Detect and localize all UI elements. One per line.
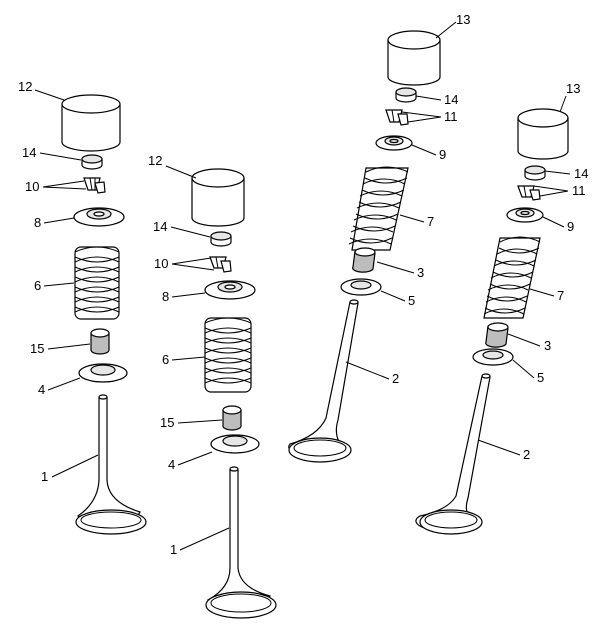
- callout-6: 6: [34, 278, 41, 293]
- callout-1: 1: [170, 542, 177, 557]
- callout-14: 14: [153, 219, 167, 234]
- valve-spring-seat: [472, 348, 514, 366]
- callout-6: 6: [162, 352, 169, 367]
- callout-5: 5: [537, 370, 544, 385]
- assembly-c: [288, 21, 457, 463]
- intake-valve: [205, 466, 277, 619]
- valve-stem-seal: [222, 405, 242, 431]
- callout-15: 15: [160, 415, 174, 430]
- callout-9: 9: [439, 147, 446, 162]
- intake-valve: [75, 394, 147, 535]
- valve-cotters: [209, 256, 232, 273]
- callout-4: 4: [38, 382, 45, 397]
- callout-5: 5: [408, 293, 415, 308]
- valve-spring-retainer: [506, 207, 544, 223]
- valve-shim: [81, 154, 103, 170]
- valve-lifter-bucket: [61, 94, 121, 152]
- valve-stem-seal: [90, 328, 110, 355]
- assembly-a: [34, 89, 147, 535]
- valve-spring-seat: [210, 434, 260, 454]
- valve-spring: [483, 236, 541, 319]
- valve-spring-seat: [340, 278, 382, 296]
- callout-14: 14: [22, 145, 36, 160]
- callout-13: 13: [566, 81, 580, 96]
- callout-3: 3: [417, 265, 424, 280]
- callout-2: 2: [392, 371, 399, 386]
- callout-11: 11: [572, 183, 586, 198]
- valve-lifter-bucket: [191, 168, 245, 227]
- callout-13: 13: [456, 12, 470, 27]
- callout-2: 2: [523, 447, 530, 462]
- callout-10: 10: [25, 179, 39, 194]
- valve-stem-seal: [352, 247, 376, 273]
- valve-spring-retainer: [73, 207, 125, 227]
- callout-9: 9: [567, 219, 574, 234]
- callout-8: 8: [162, 289, 169, 304]
- callout-14: 14: [444, 92, 458, 107]
- valve-spring: [74, 246, 120, 320]
- valve-stem-seal: [485, 322, 509, 348]
- callout-7: 7: [557, 288, 564, 303]
- callout-10: 10: [154, 256, 168, 271]
- valve-lifter-bucket: [387, 30, 441, 86]
- valve-spring: [204, 317, 252, 393]
- valve-cotters: [385, 109, 409, 126]
- valve-shim: [210, 231, 232, 247]
- callout-15: 15: [30, 341, 44, 356]
- valve-cotters: [517, 185, 541, 201]
- callout-1: 1: [41, 469, 48, 484]
- valve-shim: [395, 87, 417, 103]
- callout-8: 8: [34, 215, 41, 230]
- assembly-d: [415, 95, 571, 535]
- valve-spring-seat: [78, 363, 128, 383]
- exhaust-valve: [415, 373, 491, 535]
- valve-spring: [348, 166, 409, 251]
- assembly-b: [165, 165, 277, 619]
- callout-4: 4: [168, 457, 175, 472]
- callout-7: 7: [427, 214, 434, 229]
- valve-shim: [524, 165, 546, 181]
- callout-labels: 12 14 10 8 6 15 4 1 12 14 10 8 6 15 4 1 …: [18, 12, 588, 557]
- valve-spring-retainer: [375, 135, 413, 151]
- callout-12: 12: [148, 153, 162, 168]
- valve-lifter-bucket: [517, 108, 569, 160]
- callout-12: 12: [18, 79, 32, 94]
- valve-cotters: [83, 177, 106, 194]
- valve-spring-retainer: [204, 280, 256, 300]
- callout-11: 11: [444, 109, 458, 124]
- callout-14: 14: [574, 166, 588, 181]
- exhaust-valve: [288, 299, 359, 463]
- callout-3: 3: [544, 338, 551, 353]
